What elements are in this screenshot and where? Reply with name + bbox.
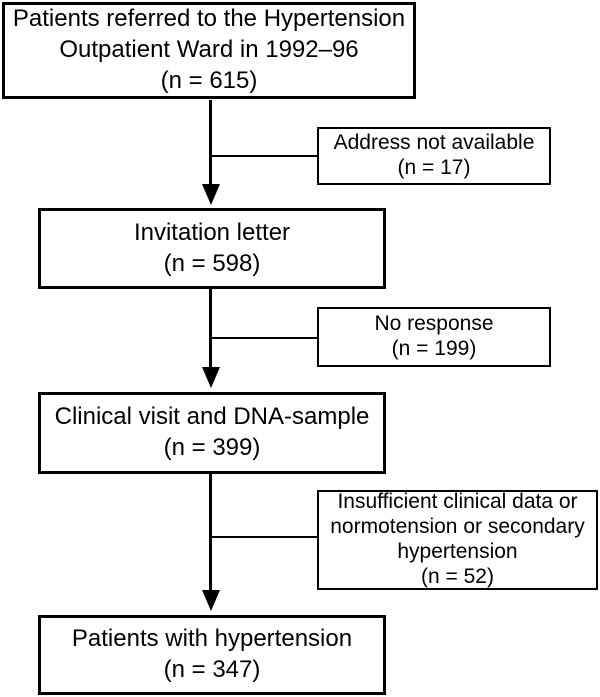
exclusion-box-no-response: No response (n = 199): [317, 307, 551, 367]
flow-box-patients-referred: Patients referred to the Hypertension Ou…: [2, 2, 416, 99]
flow-box-clinical-visit: Clinical visit and DNA-sample (n = 399): [38, 392, 386, 474]
connector-line-3: [211, 536, 317, 538]
exclusion-box-address-label: Address not available (n = 17): [333, 131, 535, 179]
connector-line-2: [211, 337, 317, 339]
exclusion-box-address-not-available: Address not available (n = 17): [317, 127, 551, 185]
flow-box-patients-hypertension: Patients with hypertension (n = 347): [38, 615, 386, 695]
down-arrow-3-head-icon: [202, 590, 220, 611]
flow-box-invitation-letter-label: Invitation letter (n = 598): [133, 218, 291, 277]
flow-box-invitation-letter: Invitation letter (n = 598): [38, 208, 386, 289]
down-arrow-1-stem: [209, 100, 212, 187]
down-arrow-2-head-icon: [202, 367, 220, 388]
connector-line-1: [211, 155, 318, 157]
down-arrow-3-stem: [209, 474, 212, 594]
exclusion-box-no-response-label: No response (n = 199): [374, 312, 494, 360]
flow-box-patients-hypertension-label: Patients with hypertension (n = 347): [71, 625, 353, 683]
exclusion-box-insufficient-data: Insufficient clinical data or normotensi…: [317, 490, 598, 590]
exclusion-box-insufficient-data-label: Insufficient clinical data or normotensi…: [330, 490, 585, 588]
down-arrow-2-stem: [209, 289, 212, 371]
flow-box-patients-referred-label: Patients referred to the Hypertension Ou…: [12, 5, 406, 94]
down-arrow-1-head-icon: [202, 184, 220, 205]
flow-box-clinical-visit-label: Clinical visit and DNA-sample (n = 399): [54, 403, 370, 461]
